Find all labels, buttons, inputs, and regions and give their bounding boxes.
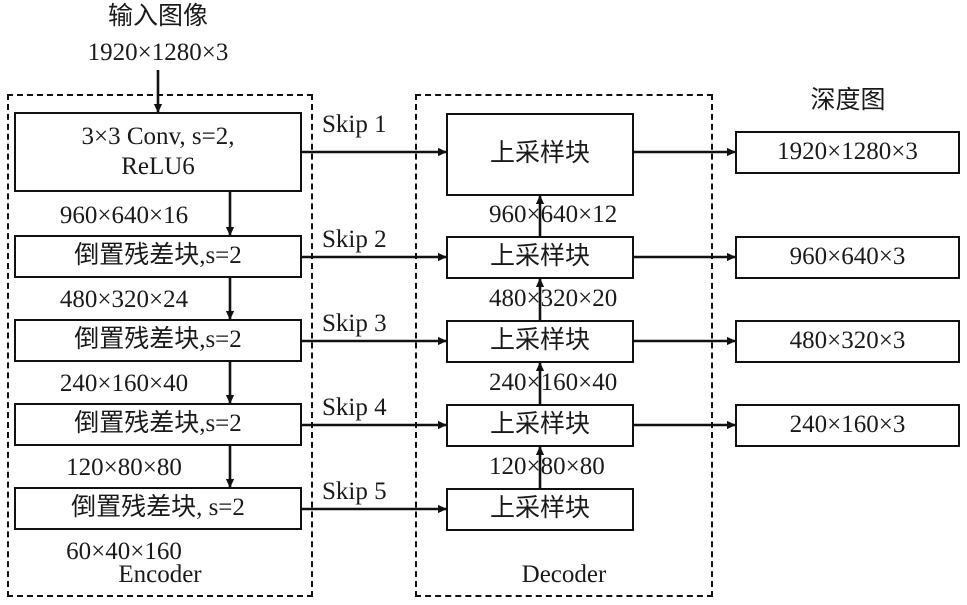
decoder-block-up5[interactable]: 上采样块 bbox=[446, 488, 634, 531]
encoder-shape-4: 120×80×80 bbox=[66, 454, 182, 481]
decoder-block-up3[interactable]: 上采样块 bbox=[446, 320, 634, 363]
encoder-block-irb1-label: 倒置残差块,s=2 bbox=[74, 242, 242, 270]
encoder-block-irb2[interactable]: 倒置残差块,s=2 bbox=[14, 319, 302, 362]
decoder-block-up2-label: 上采样块 bbox=[489, 243, 590, 271]
skip-label-1: Skip 1 bbox=[322, 111, 387, 138]
skip-label-4: Skip 4 bbox=[322, 394, 387, 421]
decoder-block-up2[interactable]: 上采样块 bbox=[446, 236, 634, 279]
output-box-2[interactable]: 960×640×3 bbox=[735, 236, 960, 279]
encoder-block-irb4[interactable]: 倒置残差块, s=2 bbox=[14, 487, 302, 530]
encoder-shape-2: 480×320×24 bbox=[59, 286, 189, 313]
decoder-block-up1-label: 上采样块 bbox=[489, 140, 590, 168]
output-box-2-label: 960×640×3 bbox=[789, 243, 906, 271]
encoder-shape-5: 60×40×160 bbox=[66, 538, 182, 565]
encoder-block-conv-line1: 3×3 Conv, s=2, bbox=[81, 123, 235, 150]
skip-label-5: Skip 5 bbox=[322, 478, 387, 505]
decoder-shape-3: 240×160×40 bbox=[489, 369, 618, 396]
encoder-block-irb1[interactable]: 倒置残差块,s=2 bbox=[14, 235, 302, 278]
encoder-block-irb3[interactable]: 倒置残差块,s=2 bbox=[14, 403, 302, 446]
encoder-block-irb3-label: 倒置残差块,s=2 bbox=[74, 410, 242, 438]
skip-label-2: Skip 2 bbox=[322, 226, 387, 253]
decoder-block-up5-label: 上采样块 bbox=[489, 495, 590, 523]
input-shape-label: 1920×1280×3 bbox=[87, 39, 229, 66]
output-box-4[interactable]: 240×160×3 bbox=[735, 404, 960, 447]
decoder-block-up4-label: 上采样块 bbox=[489, 411, 590, 439]
decoder-block-up1[interactable]: 上采样块 bbox=[446, 113, 634, 196]
decoder-shape-4: 120×80×80 bbox=[489, 453, 605, 480]
encoder-shape-3: 240×160×40 bbox=[59, 370, 189, 397]
decoder-shape-2: 480×320×20 bbox=[489, 285, 618, 312]
output-box-3[interactable]: 480×320×3 bbox=[735, 320, 960, 363]
decoder-group-label: Decoder bbox=[521, 561, 607, 588]
decoder-shape-1: 960×640×12 bbox=[489, 201, 618, 228]
decoder-block-up3-label: 上采样块 bbox=[489, 327, 590, 355]
encoder-group-label: Encoder bbox=[118, 561, 202, 588]
encoder-group bbox=[7, 94, 313, 597]
decoder-block-up4[interactable]: 上采样块 bbox=[446, 404, 634, 447]
output-box-4-label: 240×160×3 bbox=[789, 411, 906, 439]
encoder-block-conv[interactable]: 3×3 Conv, s=2, ReLU6 bbox=[14, 112, 302, 192]
output-box-1[interactable]: 1920×1280×3 bbox=[735, 131, 960, 174]
input-image-title: 输入图像 bbox=[107, 3, 209, 30]
output-box-3-label: 480×320×3 bbox=[789, 327, 906, 355]
depth-map-title: 深度图 bbox=[810, 87, 886, 114]
encoder-block-irb4-label: 倒置残差块, s=2 bbox=[71, 494, 245, 522]
encoder-block-irb2-label: 倒置残差块,s=2 bbox=[74, 326, 242, 354]
encoder-shape-1: 960×640×16 bbox=[59, 202, 189, 229]
encoder-block-conv-line2: ReLU6 bbox=[121, 153, 195, 180]
skip-label-3: Skip 3 bbox=[322, 310, 387, 337]
output-box-1-label: 1920×1280×3 bbox=[777, 138, 918, 166]
decoder-group bbox=[415, 94, 713, 597]
